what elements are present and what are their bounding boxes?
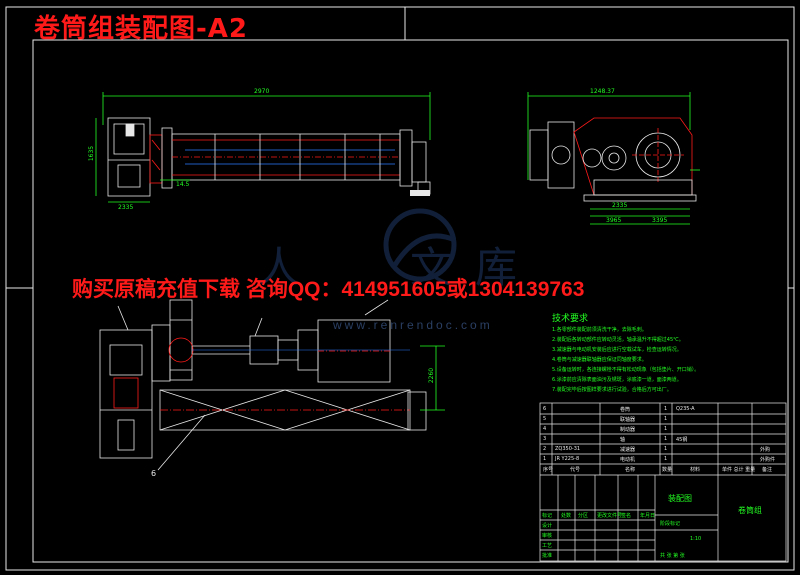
title-block-drawing-name: 卷筒组 (738, 506, 762, 515)
header-no: 序号 (543, 467, 554, 473)
dim-front-width: 2335 (118, 204, 134, 211)
part-name: 电动机 (620, 457, 636, 463)
part-qty: 1 (664, 456, 668, 462)
tech-item: 1.各零部件装配前须清洗干净，去除毛刺。 (552, 327, 647, 333)
header-name: 名称 (625, 467, 636, 473)
part-qty: 1 (664, 426, 668, 432)
title-col: 标记 (542, 513, 553, 519)
part-no: 1 (543, 456, 547, 462)
part-name: 卷筒 (620, 407, 631, 413)
header-material: 材料 (690, 467, 701, 473)
watermark-logo: 人 文 库 (258, 208, 517, 292)
drawing-title: 卷筒组装配图-A2 (34, 14, 249, 44)
part-qty: 1 (664, 416, 668, 422)
watermark-char-3: 库 (475, 243, 517, 292)
title-col: 签名 (621, 513, 632, 519)
title-col: 年月日 (640, 513, 656, 519)
dim-side-a: 2335 (612, 202, 628, 209)
title-row: 设计 (542, 523, 553, 529)
tech-item: 7.装配完毕后按图样要求进行试验，合格后方可出厂。 (552, 387, 672, 393)
part-note: 外购件 (760, 457, 776, 463)
title-row: 审核 (542, 533, 553, 539)
title-block-sheet: 共 张 第 张 (660, 553, 685, 559)
watermark-char-1: 人 (258, 243, 300, 292)
balloon-6: 6 (151, 469, 156, 478)
part-note: 45钢 (676, 437, 688, 443)
dim-front-height: 1635 (88, 145, 96, 162)
part-name: 制动器 (620, 427, 636, 433)
tech-item: 2.装配后各转动部件应转动灵活，轴承温升不得超过45℃。 (552, 337, 684, 343)
title-row: 工艺 (542, 543, 553, 549)
watermark-url: www.renrendoc.com (333, 318, 493, 332)
header-qty: 数量 (662, 467, 673, 473)
part-code: ZQ350-31 (555, 446, 581, 452)
promo-banner: 购买原稿充值下载 咨询QQ：414951605或1304139763 (72, 278, 585, 301)
dim-side-c: 3395 (652, 217, 668, 224)
title-col: 处数 (561, 513, 572, 519)
title-block-scale: 1:10 (690, 536, 702, 542)
title-col: 更改文件号 (597, 513, 623, 519)
front-view (95, 92, 431, 203)
dim-side-overall: 1248.37 (590, 88, 615, 95)
title-block-assembly: 装配图 (668, 494, 692, 503)
header-weight: 单件 总计 重量 (722, 467, 756, 473)
part-name: 联轴器 (620, 417, 636, 423)
title-col: 分区 (578, 513, 589, 519)
dim-front-overall: 2970 (254, 88, 270, 95)
part-qty: 1 (664, 406, 668, 412)
tech-item: 4.卷筒与减速器联轴器应保证同轴度要求。 (552, 357, 647, 363)
tech-requirements-title: 技术要求 (552, 314, 589, 324)
part-note: 外购 (760, 447, 771, 453)
header-code: 代号 (570, 467, 581, 473)
part-qty: 1 (664, 436, 668, 442)
part-name: 轴 (620, 437, 626, 443)
part-no: 5 (543, 416, 547, 422)
part-no: 2 (543, 446, 547, 452)
dim-side-b: 3965 (606, 217, 622, 224)
part-no: 4 (543, 426, 547, 432)
part-no: 6 (543, 406, 547, 412)
part-name: 减速器 (620, 447, 636, 453)
header-remark: 备注 (762, 467, 773, 473)
tech-item: 3.减速器与电动机安装后应进行空载试车，检查运转情况。 (552, 347, 682, 353)
tech-item: 5.设备运转时，各连接螺栓不得有松动现象（包括垫片、开口销）。 (552, 367, 700, 373)
part-no: 3 (543, 436, 547, 442)
part-qty: 1 (664, 446, 668, 452)
dim-front-small: 14.5 (176, 181, 190, 188)
title-row: 批准 (542, 553, 553, 559)
dim-plan-height: 2260 (428, 367, 436, 384)
inner-frame (32, 39, 789, 563)
title-block-lines (539, 402, 787, 562)
tech-item: 6.涂漆前应清除表面油污及锈斑，涂底漆一道，面漆两道。 (552, 377, 682, 383)
part-code: JR Y225-8 (555, 456, 580, 462)
title-block-stage: 阶段标记 (660, 521, 681, 527)
part-note: Q235-A (676, 406, 695, 412)
plan-view (99, 299, 445, 471)
watermark-char-2: 文 (410, 243, 452, 292)
side-view (527, 92, 700, 225)
